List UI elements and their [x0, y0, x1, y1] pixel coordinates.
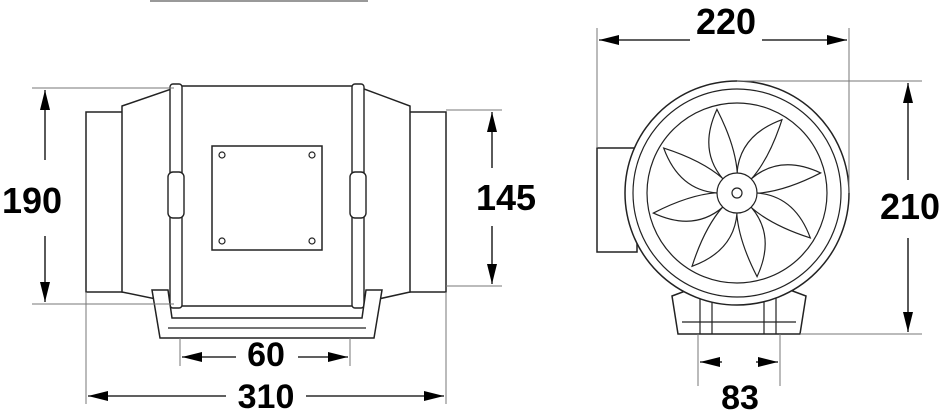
impeller-blade: [652, 192, 724, 222]
impeller-blade: [750, 192, 812, 239]
side-view: 190 145 60 310: [2, 83, 536, 414]
hub: [716, 172, 758, 214]
impeller-blade: [736, 206, 766, 278]
screw-icon: [218, 151, 226, 159]
impeller-blade: [662, 147, 724, 194]
impeller-blade: [736, 118, 783, 180]
terminal-box: [211, 145, 323, 251]
inner-ring: [646, 102, 828, 284]
screw-icon: [218, 237, 226, 245]
hub-center: [731, 187, 743, 199]
screw-icon: [308, 151, 316, 159]
dim-label-220: 220: [696, 1, 756, 42]
screw-icon: [308, 237, 316, 245]
impeller-blade: [750, 164, 822, 194]
dim-label-83: 83: [721, 379, 759, 414]
right-clamp-latch: [349, 171, 367, 219]
impeller-blade: [691, 206, 738, 268]
dim-label-60: 60: [247, 336, 285, 374]
dim-label-310: 310: [238, 378, 295, 414]
outer-ring: [624, 80, 850, 306]
middle-ring: [632, 88, 842, 298]
impeller-blade: [708, 108, 738, 180]
dim-label-190: 190: [2, 180, 62, 221]
left-clamp-latch: [167, 171, 185, 219]
mounting-bracket: [151, 289, 383, 339]
impeller-blades: [652, 108, 822, 278]
dim-label-210: 210: [880, 186, 940, 227]
front-view: 220 210 83: [596, 1, 940, 414]
dim-label-145: 145: [476, 177, 536, 218]
right-duct-spigot: [403, 111, 447, 293]
